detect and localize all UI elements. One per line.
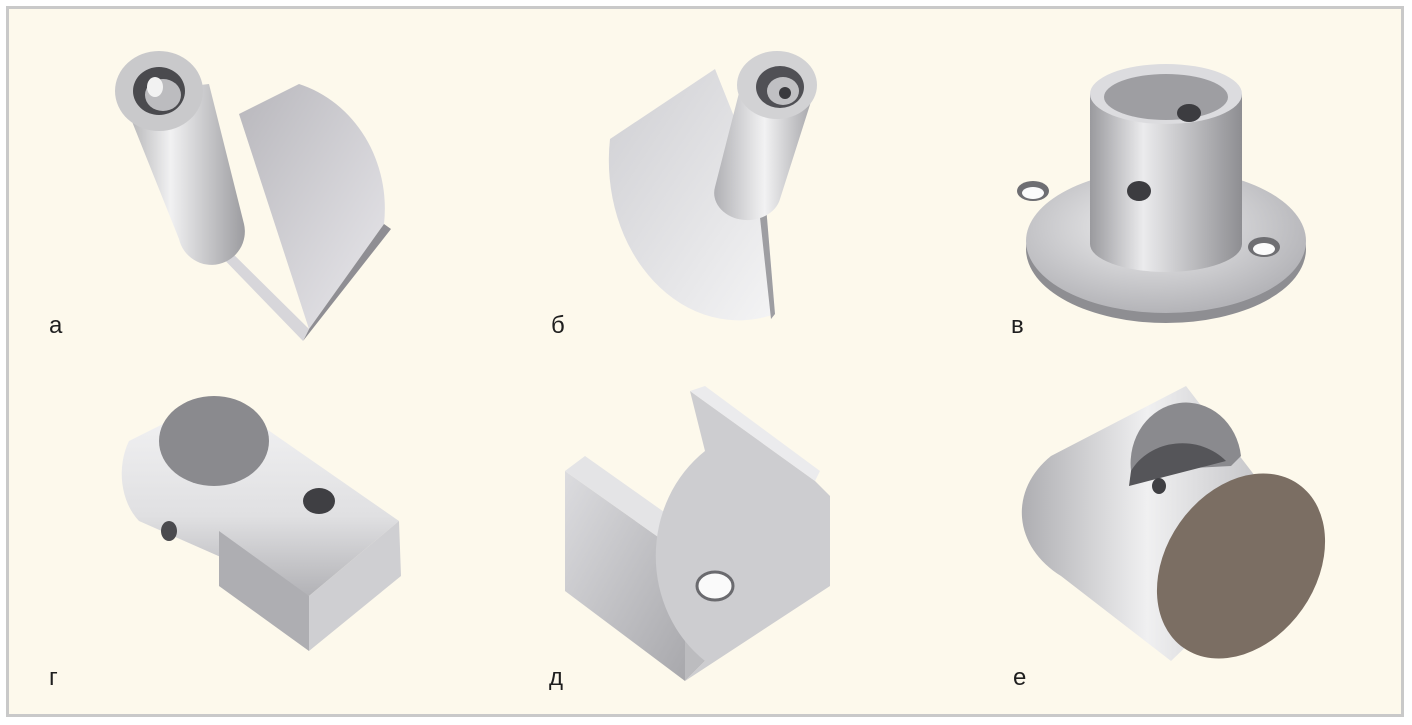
panel-label-e: д bbox=[549, 664, 564, 691]
cylinder-connector-with-cutout-icon bbox=[1021, 386, 1326, 661]
panel-label-d: г bbox=[49, 664, 58, 691]
panel-f: е bbox=[941, 361, 1407, 713]
pipe-holder-with-sector-plate-mirrored-icon bbox=[608, 51, 817, 321]
panel-label-f: е bbox=[1013, 664, 1027, 691]
slotted-cylinder-clamp-icon bbox=[121, 396, 401, 651]
panel-label-b: б bbox=[551, 312, 565, 339]
figure-frame: а б bbox=[6, 6, 1404, 717]
round-flange-pipe-base-icon bbox=[1017, 64, 1306, 323]
panel-d: г bbox=[9, 361, 475, 713]
panel-e: д bbox=[475, 361, 941, 713]
panel-c: в bbox=[941, 9, 1407, 361]
panel-label-c: в bbox=[1011, 312, 1024, 339]
pipe-holder-with-sector-plate-icon bbox=[115, 51, 391, 341]
panel-label-a: а bbox=[49, 312, 63, 339]
panel-a: а bbox=[9, 9, 475, 361]
u-shaped-bracket-icon bbox=[565, 386, 830, 681]
panel-b: б bbox=[475, 9, 941, 361]
